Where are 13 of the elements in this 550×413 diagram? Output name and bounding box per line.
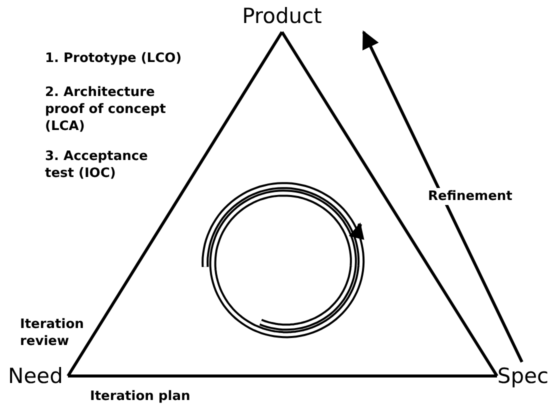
triangle-side: [280, 31, 498, 377]
note-text: Iteration review: [20, 316, 85, 350]
vertex-label: Need: [8, 364, 63, 388]
note-text: 2. Architecture proof of concept (LCA): [45, 84, 167, 135]
arrow: [362, 30, 524, 363]
triangle-side: [68, 374, 497, 378]
vertex-label: Product: [242, 4, 322, 28]
note-text: 1. Prototype (LCO): [45, 50, 183, 67]
triangle-side: [66, 31, 284, 377]
note-text: 3. Acceptance test (IOC): [45, 148, 149, 182]
note-text: Iteration plan: [90, 388, 192, 405]
edge-label: Refinement: [428, 188, 512, 205]
vertex-label: Spec: [497, 364, 549, 388]
